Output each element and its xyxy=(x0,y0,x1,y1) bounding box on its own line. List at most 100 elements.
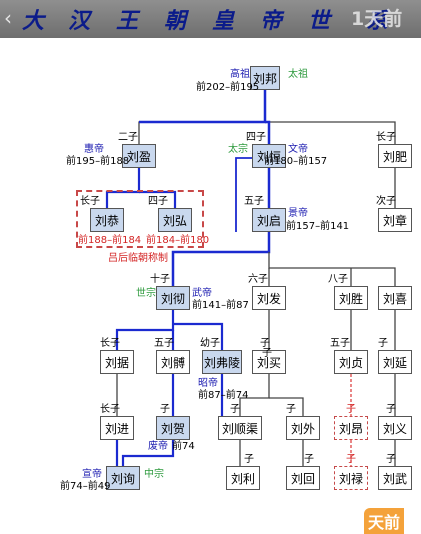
tree-label: 长子 xyxy=(100,404,120,415)
tree-label: 长子 xyxy=(100,338,120,349)
regency-label: 吕后临朝称制 xyxy=(108,253,168,264)
tree-label: 次子 xyxy=(376,196,396,207)
tree-label: 子 xyxy=(160,404,170,415)
branch-line xyxy=(239,374,270,416)
tree-label: 惠帝 xyxy=(84,144,104,155)
tree-label: 世宗 xyxy=(136,288,156,299)
person-box-liuyan[interactable]: 刘延 xyxy=(378,350,412,374)
person-box-liuheng[interactable]: 刘恒 xyxy=(252,144,286,168)
person-box-liusheng[interactable]: 刘胜 xyxy=(334,286,368,310)
title-char: 世 xyxy=(308,8,331,34)
tree-label: 前87–前74 xyxy=(198,390,249,401)
succession-line xyxy=(139,190,177,208)
person-box-liuche[interactable]: 刘彻 xyxy=(156,286,190,310)
branch-line xyxy=(138,121,396,144)
person-box-liufa[interactable]: 刘发 xyxy=(252,286,286,310)
corner-badge[interactable]: 天前 xyxy=(364,508,404,534)
person-box-liubo[interactable]: 刘髆 xyxy=(156,350,190,374)
succession-line xyxy=(139,90,267,124)
tree-label: 子 xyxy=(386,404,396,415)
succession-line xyxy=(171,232,271,286)
person-box-liuzhen[interactable]: 刘贞 xyxy=(334,350,368,374)
title-char: 皇 xyxy=(212,8,235,34)
branch-line xyxy=(268,252,396,286)
person-box-liuhong[interactable]: 刘弘 xyxy=(158,208,192,232)
person-box-liuhui[interactable]: 刘回 xyxy=(286,466,320,490)
tree-label: 废帝 xyxy=(148,441,168,452)
title-banner: ‹ 大 汉 王 朝 皇 帝 世 系 1天前 xyxy=(0,0,421,38)
tree-label: 子 xyxy=(386,454,396,465)
tree-label: 宣帝 xyxy=(82,469,102,480)
regency-frame xyxy=(76,190,204,248)
person-box-liuying[interactable]: 刘盈 xyxy=(122,144,156,168)
tree-label: 五子 xyxy=(330,338,350,349)
title-char: 王 xyxy=(116,8,139,34)
tree-label: 前74 xyxy=(172,441,195,452)
tree-label: 景帝 xyxy=(288,208,308,219)
tree-label: 子 xyxy=(378,338,388,349)
tree-label: 四子 xyxy=(148,196,168,207)
tree-label: 前195–前188 xyxy=(66,156,130,167)
person-box-liuxi[interactable]: 刘喜 xyxy=(378,286,412,310)
succession-line xyxy=(173,322,224,350)
succession-line xyxy=(105,168,141,208)
person-box-liugong[interactable]: 刘恭 xyxy=(90,208,124,232)
title-char: 系 xyxy=(366,8,389,34)
person-box-liuzhang[interactable]: 刘章 xyxy=(378,208,412,232)
tree-label: 子 xyxy=(346,454,356,465)
back-arrow-icon[interactable]: ‹ xyxy=(4,6,12,30)
tree-label: 子 xyxy=(230,404,240,415)
person-box-liuwaiqu[interactable]: 刘顺渠 xyxy=(218,416,262,440)
tree-label: 五子 xyxy=(244,196,264,207)
person-box-liuju[interactable]: 刘据 xyxy=(100,350,134,374)
family-tree: 吕后临朝称制 刘邦刘盈 刘恒 刘肥刘恭 刘弘 刘启 刘章刘彻 刘发 刘胜刘喜刘据刘髆刘弗陵刘买… xyxy=(0,38,421,534)
tree-label: 子 xyxy=(304,454,314,465)
tree-label: 文帝 xyxy=(288,144,308,155)
person-box-liuli[interactable]: 刘利 xyxy=(226,466,260,490)
succession-line xyxy=(265,120,271,144)
tree-label: 高祖 xyxy=(230,69,250,80)
tree-label: 前202–前195 xyxy=(196,82,260,93)
tree-label: 二子 xyxy=(118,132,138,143)
person-box-liumai[interactable]: 刘买 xyxy=(252,350,286,374)
tree-label: 八子 xyxy=(328,274,348,285)
tree-label: 六子 xyxy=(248,274,268,285)
tree-label: 子 xyxy=(260,338,270,349)
title-char: 朝 xyxy=(164,8,187,34)
branch-line xyxy=(269,397,304,416)
tree-label: 昭帝 xyxy=(198,378,218,389)
tree-label: 长子 xyxy=(376,132,396,143)
person-box-liufuling[interactable]: 刘弗陵 xyxy=(202,350,242,374)
person-box-liuhe[interactable]: 刘贺 xyxy=(156,416,190,440)
person-box-liujin[interactable]: 刘进 xyxy=(100,416,134,440)
title-char: 帝 xyxy=(260,8,283,34)
succession-line xyxy=(115,310,175,350)
tree-label: 子 xyxy=(262,348,272,359)
tree-label: 幼子 xyxy=(200,338,220,349)
person-box-liuqi[interactable]: 刘启 xyxy=(252,208,286,232)
person-box-liuwai[interactable]: 刘外 xyxy=(286,416,320,440)
tree-label: 前188–前184 xyxy=(78,235,142,246)
person-box-liuyi[interactable]: 刘义 xyxy=(378,416,412,440)
tree-label: 前180–前157 xyxy=(264,156,328,167)
tree-label: 武帝 xyxy=(192,288,212,299)
title-char: 汉 xyxy=(68,8,91,34)
tree-label: 子 xyxy=(286,404,296,415)
tree-label: 太宗 xyxy=(228,144,248,155)
tree-label: 五子 xyxy=(154,338,174,349)
tree-label: 前184–前180 xyxy=(146,235,210,246)
person-box-liuxun[interactable]: 刘询 xyxy=(106,466,140,490)
succession-line xyxy=(121,440,175,466)
tree-label: 中宗 xyxy=(144,469,164,480)
connector-lines xyxy=(105,90,396,466)
tree-label: 子 xyxy=(244,454,254,465)
person-box-liuang[interactable]: 刘昂 xyxy=(334,416,368,440)
person-box-liufei[interactable]: 刘肥 xyxy=(378,144,412,168)
tree-label: 子 xyxy=(346,404,356,415)
person-box-liulu[interactable]: 刘禄 xyxy=(334,466,368,490)
tree-label: 四子 xyxy=(246,132,266,143)
tree-label: 前141–前87 xyxy=(192,300,249,311)
tree-label: 前157–前141 xyxy=(286,221,350,232)
person-box-liubang[interactable]: 刘邦 xyxy=(250,66,280,90)
person-box-liuwu[interactable]: 刘武 xyxy=(378,466,412,490)
